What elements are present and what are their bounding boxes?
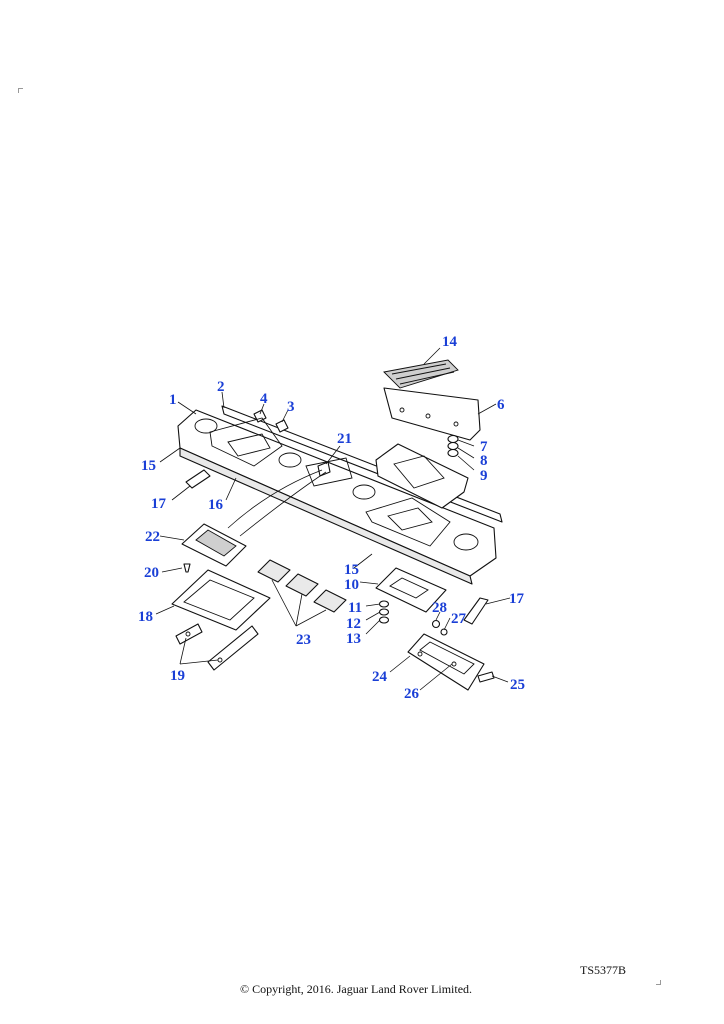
part-14-grille <box>383 359 459 389</box>
part-25-screw <box>477 671 495 683</box>
part-24-26-bracket-assembly <box>407 633 485 691</box>
crop-mark-top-left <box>18 88 23 93</box>
callout-8: 8 <box>480 453 488 469</box>
part-11-12-13-washers <box>378 600 390 624</box>
part-7-8-9-washers <box>447 434 459 458</box>
part-shelf-tray <box>375 443 469 509</box>
callout-12: 12 <box>346 616 361 632</box>
part-1-parcel-shelf <box>177 409 497 585</box>
part-17-bracket-right <box>463 597 489 625</box>
callout-16: 16 <box>208 497 224 513</box>
callout-13: 13 <box>346 631 361 647</box>
callout-15-lower: 15 <box>344 562 359 578</box>
diagram-reference-code: TS5377B <box>580 963 627 977</box>
part-27-28-screws <box>431 619 448 636</box>
part-18-tray <box>171 569 271 631</box>
crop-mark-bottom-right <box>656 980 661 985</box>
callout-2: 2 <box>217 379 225 395</box>
callout-19: 19 <box>170 668 185 684</box>
callout-17-right: 17 <box>509 591 525 607</box>
callout-26: 26 <box>404 686 420 702</box>
part-19-brackets <box>175 623 259 671</box>
callout-20: 20 <box>144 565 159 581</box>
callout-21: 21 <box>337 431 352 447</box>
callout-23: 23 <box>296 632 311 648</box>
callout-28: 28 <box>432 600 447 616</box>
callout-10: 10 <box>344 577 359 593</box>
callout-18: 18 <box>138 609 153 625</box>
callout-9: 9 <box>480 468 488 484</box>
part-20-pin <box>183 563 191 573</box>
callout-22: 22 <box>145 529 160 545</box>
part-10-plate <box>375 567 447 613</box>
part-6-cover-plate <box>383 387 481 441</box>
callout-7: 7 <box>480 439 488 455</box>
callout-6: 6 <box>497 397 505 413</box>
callout-25: 25 <box>510 677 525 693</box>
callout-15-upper: 15 <box>141 458 156 474</box>
callout-labels: 1 2 4 3 14 6 7 8 9 21 15 17 16 22 20 18 … <box>138 334 525 702</box>
callout-1: 1 <box>169 392 177 408</box>
callout-14: 14 <box>442 334 458 350</box>
part-23-pads <box>257 559 347 613</box>
part-21-clip <box>227 461 331 537</box>
callout-17-left: 17 <box>151 496 167 512</box>
leader-lines <box>155 347 511 691</box>
part-22-pad <box>181 523 247 567</box>
callout-24: 24 <box>372 669 388 685</box>
copyright-notice: © Copyright, 2016. Jaguar Land Rover Lim… <box>239 982 473 996</box>
callout-4: 4 <box>260 391 268 407</box>
callout-27: 27 <box>451 611 467 627</box>
callout-11: 11 <box>348 600 362 616</box>
callout-3: 3 <box>287 399 295 415</box>
part-17-bracket-left <box>185 469 211 489</box>
